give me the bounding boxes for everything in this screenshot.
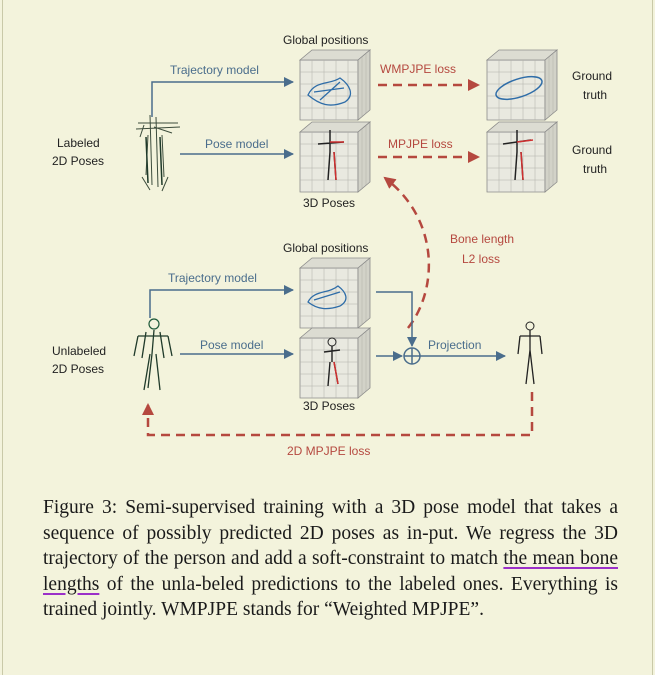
bone-length-label-2: L2 loss bbox=[462, 252, 500, 266]
bone-length-loss-arrow bbox=[383, 176, 431, 329]
labeled-2d-poses-figure bbox=[135, 114, 181, 192]
pose-model-bottom-label: Pose model bbox=[200, 338, 263, 352]
mpjpe-loss-label: MPJPE loss bbox=[388, 137, 453, 151]
labeled-poses-label-1: Labeled bbox=[57, 136, 100, 150]
bottom-global-positions-label: Global positions bbox=[283, 241, 368, 255]
unlabeled-2d-poses-figure bbox=[133, 318, 173, 391]
trajectory-model-bottom-label: Trajectory model bbox=[168, 271, 257, 285]
bone-length-label-1: Bone length bbox=[450, 232, 514, 246]
figure-caption: Figure 3: Semi-supervised training with … bbox=[43, 495, 618, 623]
bottom-trajectory-cube bbox=[299, 257, 371, 329]
pose-model-top-label: Pose model bbox=[205, 137, 268, 151]
trajectory-to-projection-arrow bbox=[376, 291, 417, 347]
trajectory-model-bottom-arrow bbox=[149, 285, 294, 318]
ground-truth-pose-cube bbox=[486, 121, 558, 193]
top-3d-pose-cube bbox=[299, 121, 371, 193]
mpjpe-2d-loss-arrow bbox=[142, 392, 534, 437]
unlabeled-poses-label-1: Unlabeled bbox=[52, 344, 106, 358]
projected-2d-pose-figure bbox=[517, 321, 543, 385]
3d-poses-top-label: 3D Poses bbox=[303, 196, 355, 210]
caption-text-1: Figure 3: Semi-supervised training with … bbox=[43, 497, 618, 569]
3d-poses-bottom-label: 3D Poses bbox=[303, 399, 355, 413]
trajectory-model-top-label: Trajectory model bbox=[170, 63, 259, 77]
projection-label: Projection bbox=[428, 338, 481, 352]
projection-sum-node bbox=[403, 347, 421, 365]
ground-truth-mid-label-2: truth bbox=[583, 162, 607, 176]
bottom-3d-pose-cube bbox=[299, 327, 371, 399]
ground-truth-top-label-1: Ground bbox=[572, 69, 612, 83]
ground-truth-mid-label-1: Ground bbox=[572, 143, 612, 157]
labeled-poses-label-2: 2D Poses bbox=[52, 154, 104, 168]
ground-truth-top-label-2: truth bbox=[583, 88, 607, 102]
unlabeled-poses-label-2: 2D Poses bbox=[52, 362, 104, 376]
caption-text-2: of the unla-beled predictions to the lab… bbox=[43, 573, 618, 621]
top-trajectory-cube bbox=[299, 49, 371, 121]
trajectory-model-top-arrow bbox=[151, 77, 294, 117]
caption-highlight: the mean bone lengths bbox=[43, 548, 618, 595]
ground-truth-trajectory-cube bbox=[486, 49, 558, 121]
mpjpe-2d-loss-label: 2D MPJPE loss bbox=[287, 444, 370, 458]
top-global-positions-label: Global positions bbox=[283, 33, 368, 47]
wmpjpe-loss-label: WMPJPE loss bbox=[380, 62, 456, 76]
semi-supervised-diagram: Global positions Ground truth Labeled 2D… bbox=[52, 33, 612, 458]
